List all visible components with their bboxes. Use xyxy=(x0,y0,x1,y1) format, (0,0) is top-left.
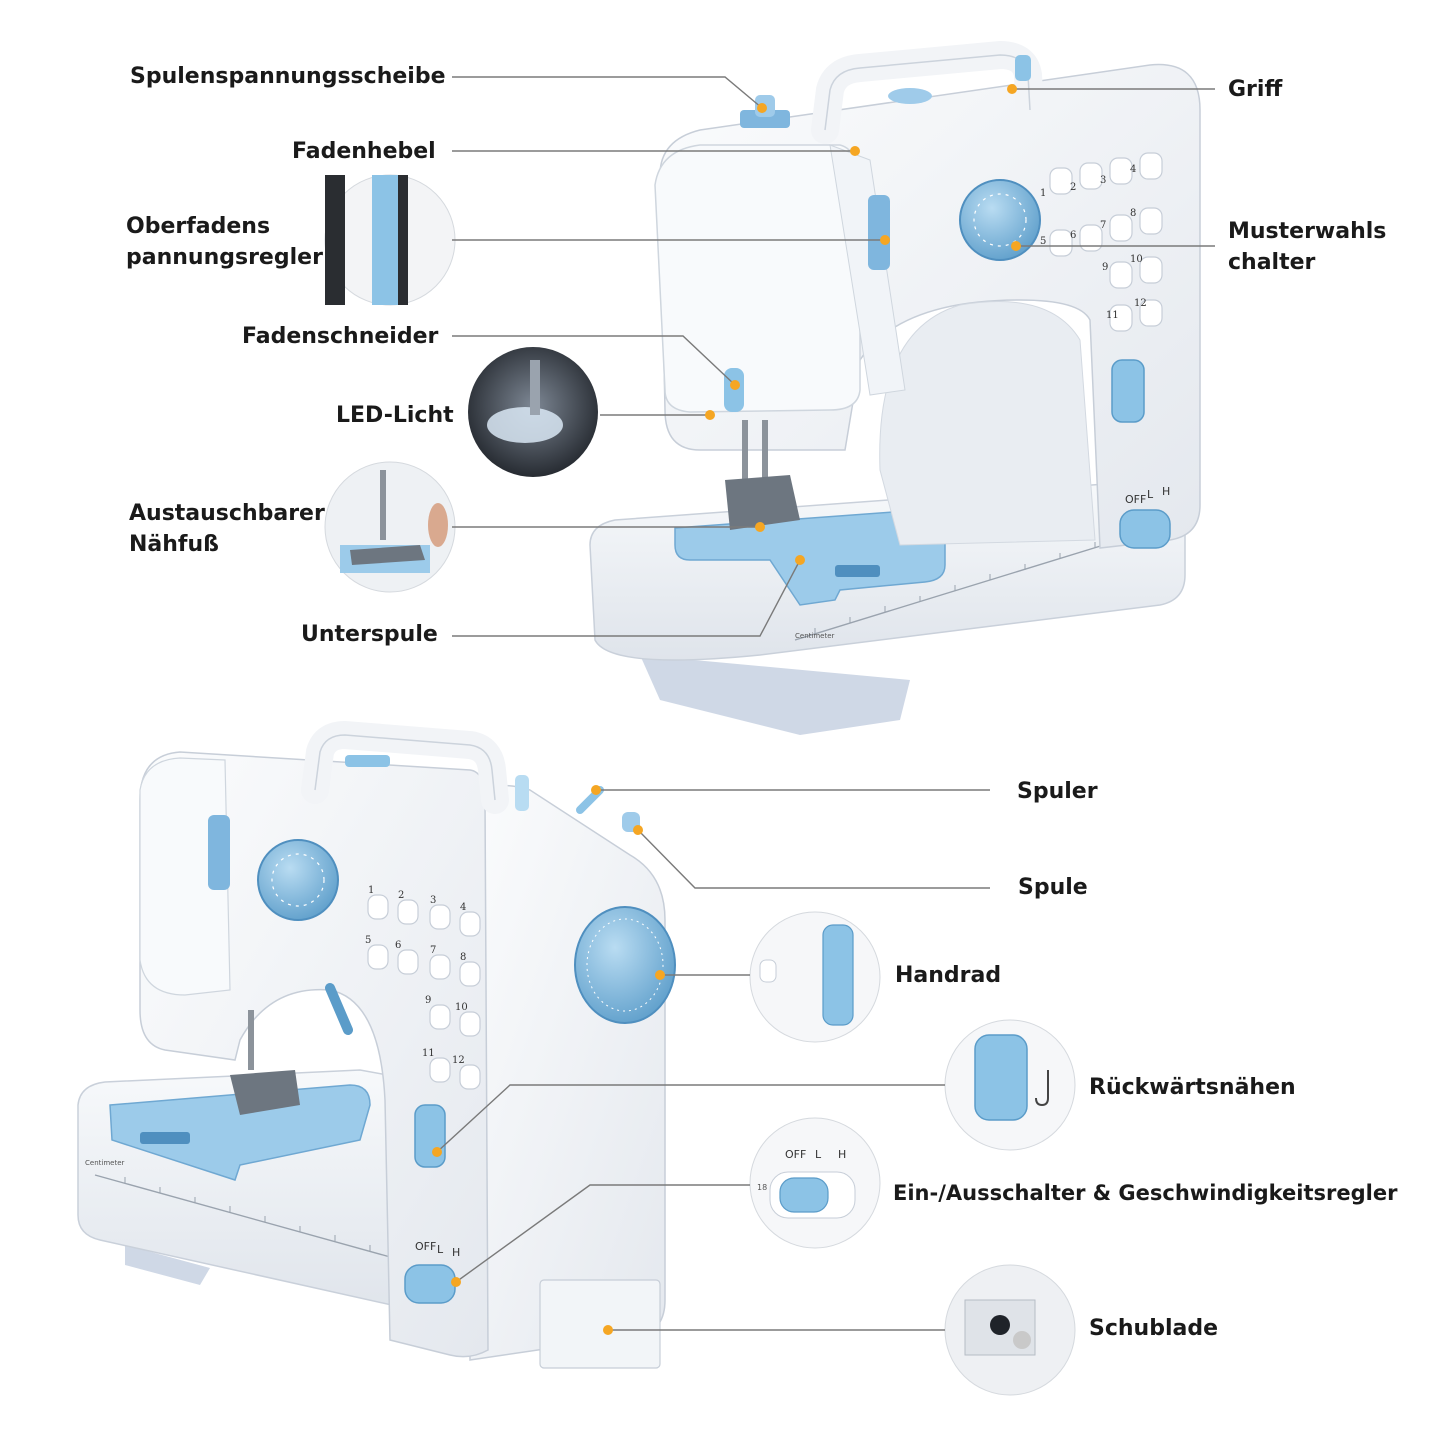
stitch-number: 8 xyxy=(1130,208,1136,219)
stitch-number: 4 xyxy=(460,902,466,913)
stitch-number: 3 xyxy=(1100,175,1106,186)
bottom-switch-off-mark: OFF xyxy=(415,1240,436,1253)
label-oberfadens-line2: pannungsregler xyxy=(126,245,323,270)
stitch-numbers-bottom: 1 2 3 4 5 6 7 8 9 10 11 12 xyxy=(365,885,468,1066)
stitch-number: 2 xyxy=(398,890,404,901)
stitch-number: 4 xyxy=(1130,164,1136,175)
label-oberfadenspannungsregler: Oberfadens pannungsregler xyxy=(126,211,323,273)
stitch-numbers-top: 1 2 3 4 5 6 7 8 9 10 11 12 xyxy=(1040,164,1147,321)
stitch-number: 9 xyxy=(1102,262,1108,273)
stitch-number: 5 xyxy=(365,935,371,946)
label-ein-ausschalter: Ein-/Ausschalter & Geschwindigkeitsregle… xyxy=(893,1181,1398,1205)
label-fadenschneider: Fadenschneider xyxy=(242,324,439,349)
detail-switch-off-mark: OFF xyxy=(785,1148,806,1161)
detail-circle-switch xyxy=(749,1117,881,1249)
label-spule: Spule xyxy=(1018,875,1088,900)
stitch-number: 12 xyxy=(452,1055,465,1066)
stitch-number: 11 xyxy=(422,1048,435,1059)
label-naehfuss-line1: Austauschbarer xyxy=(129,501,325,526)
stitch-number: 10 xyxy=(455,1002,468,1013)
label-unterspule: Unterspule xyxy=(301,622,438,647)
label-musterwahlschalter: Musterwahls chalter xyxy=(1228,216,1386,278)
detail-circle-tension xyxy=(324,174,456,306)
bottom-ruler-caption: Centimeter xyxy=(85,1159,124,1167)
label-naehfuss: Austauschbarer Nähfuß xyxy=(129,498,325,560)
stitch-number: 5 xyxy=(1040,236,1046,247)
bottom-switch-h-mark: H xyxy=(452,1246,460,1259)
stitch-number: 8 xyxy=(460,952,466,963)
top-sewing-machine xyxy=(589,40,1201,735)
stitch-number: 6 xyxy=(1070,230,1076,241)
stitch-number: 6 xyxy=(395,940,401,951)
label-spulenspannungsscheibe: Spulenspannungsscheibe xyxy=(130,64,446,89)
detail-circle-drawer xyxy=(944,1264,1076,1396)
bottom-switch-l-mark: L xyxy=(437,1243,444,1256)
detail-circle-handwheel xyxy=(749,911,881,1043)
detail-circle-presser-foot xyxy=(324,461,456,593)
label-handrad: Handrad xyxy=(895,963,1002,988)
detail-circle-led xyxy=(468,347,598,477)
detail-circle-reverse xyxy=(944,1019,1076,1151)
label-musterwahl-line2: chalter xyxy=(1228,250,1316,275)
label-oberfadens-line1: Oberfadens xyxy=(126,214,271,239)
stitch-number: 9 xyxy=(425,995,431,1006)
leader-lines xyxy=(436,76,1215,1331)
stitch-number: 2 xyxy=(1070,182,1076,193)
label-rueckwaertsnaehen: Rückwärtsnähen xyxy=(1089,1075,1296,1100)
switch-l-mark: L xyxy=(1147,488,1154,501)
detail-switch-h-mark: H xyxy=(838,1148,846,1161)
label-schublade: Schublade xyxy=(1089,1316,1219,1341)
label-spuler: Spuler xyxy=(1017,779,1098,804)
stitch-number: 1 xyxy=(368,885,374,896)
stitch-number: 3 xyxy=(430,895,436,906)
stitch-number: 7 xyxy=(1100,220,1106,231)
label-griff: Griff xyxy=(1228,77,1283,102)
ruler-caption: Centimeter xyxy=(795,632,834,640)
label-led-licht: LED-Licht xyxy=(336,403,454,428)
label-naehfuss-line2: Nähfuß xyxy=(129,532,219,557)
detail-ruler-end: 18 xyxy=(757,1183,767,1192)
stitch-number: 12 xyxy=(1134,298,1147,309)
stitch-number: 10 xyxy=(1130,254,1143,265)
label-musterwahl-line1: Musterwahls xyxy=(1228,219,1387,244)
switch-h-mark: H xyxy=(1162,485,1170,498)
stitch-number: 7 xyxy=(430,945,436,956)
detail-switch-l-mark: L xyxy=(815,1148,822,1161)
stitch-number: 11 xyxy=(1106,310,1119,321)
label-fadenhebel: Fadenhebel xyxy=(292,139,436,164)
stitch-number: 1 xyxy=(1040,188,1046,199)
switch-off-mark: OFF xyxy=(1125,493,1146,506)
bottom-sewing-machine xyxy=(77,720,676,1369)
marker-dots xyxy=(432,84,1021,1335)
